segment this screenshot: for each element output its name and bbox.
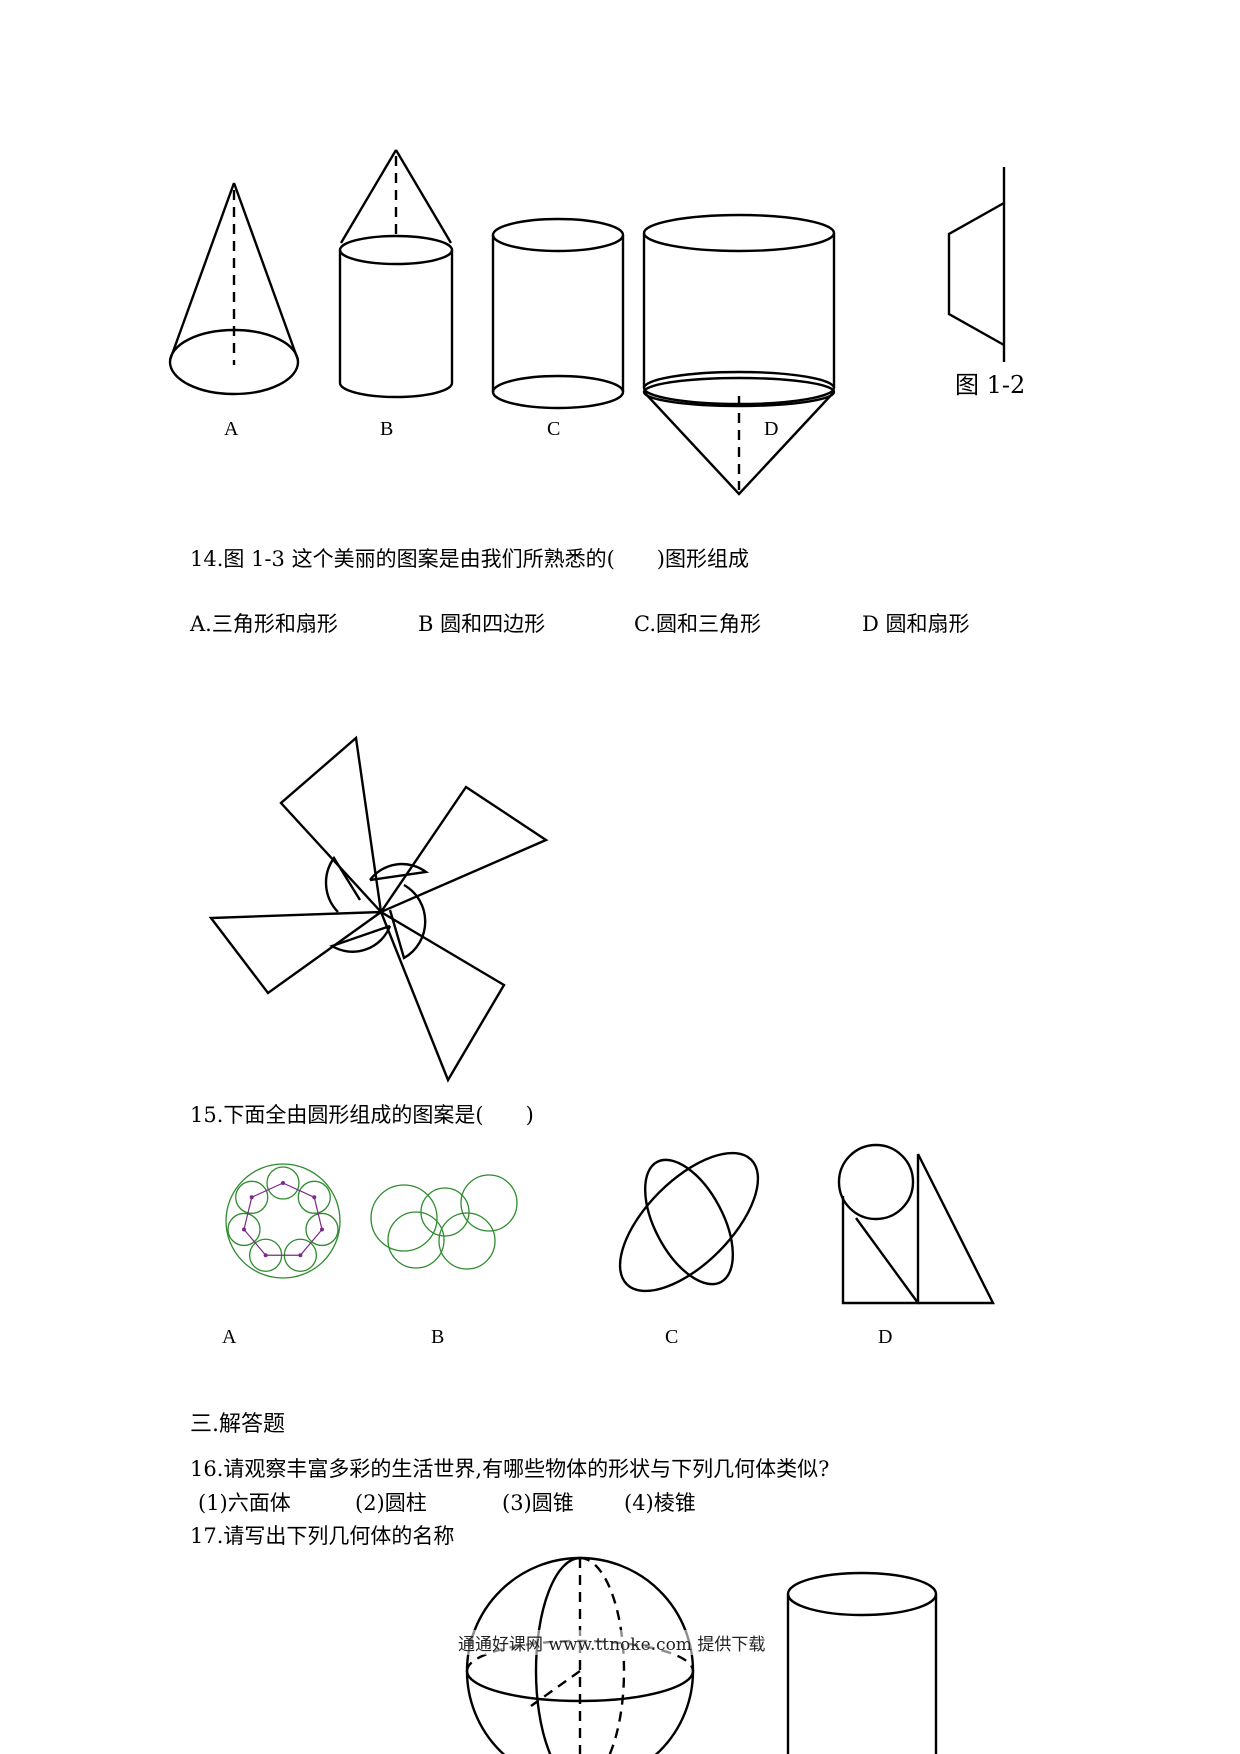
- q17-stem: 17.请写出下列几何体的名称: [190, 1524, 455, 1548]
- q15-a-polygon: [243, 1182, 323, 1256]
- q17-cylinder: [786, 1571, 938, 1754]
- q16-stem: 16.请观察丰富多彩的生活世界,有哪些物体的形状与下列几何体类似?: [190, 1457, 830, 1481]
- solid-a-cone: [168, 182, 300, 396]
- section-3-heading: 三.解答题: [190, 1412, 285, 1437]
- q15-a-vertex-dot-2: [312, 1195, 317, 1200]
- q15-a-small-circle-1: [266, 1166, 300, 1200]
- q15-figure-a: [225, 1163, 341, 1279]
- q15-a-vertex-dot-6: [242, 1227, 247, 1232]
- figure-1-2-label-c: C: [547, 418, 561, 440]
- q15-a-small-circle-2: [297, 1180, 331, 1214]
- q14-stem: 14.图 1-3 这个美丽的图案是由我们所熟悉的( )图形组成: [190, 547, 749, 571]
- pinwheel-sector-2: [388, 883, 427, 960]
- q15-figure-c: [618, 1151, 760, 1293]
- q14-option-d: D 圆和扇形: [862, 612, 970, 636]
- q15-figure-b: [370, 1174, 518, 1270]
- figure-1-2-profile: [947, 167, 1006, 362]
- q14-option-c: C.圆和三角形: [634, 612, 761, 636]
- pinwheel-blade-3: [378, 909, 506, 1083]
- pinwheel-sector-4: [324, 855, 362, 913]
- pinwheel-sector-3: [329, 924, 392, 953]
- q16-item-2: (2)圆柱: [355, 1491, 427, 1515]
- q15-a-vertex-dot-3: [319, 1227, 324, 1232]
- q15-a-small-circle-6: [227, 1212, 261, 1247]
- page-footer: 通通好课网 www.ttnoke.com 提供下载: [458, 1630, 766, 1655]
- q15-label-a: A: [222, 1326, 237, 1348]
- q15-a-small-circle-7: [235, 1180, 269, 1214]
- q16-item-1: (1)六面体: [198, 1491, 291, 1515]
- q15-a-vertex-dot-5: [263, 1253, 268, 1258]
- pinwheel-blade-4: [208, 910, 385, 995]
- figure-1-3-pinwheel: [208, 735, 549, 1083]
- q15-label-c: C: [665, 1326, 679, 1348]
- q17-sphere: [465, 1556, 695, 1754]
- q15-a-small-circle-3: [305, 1212, 339, 1247]
- figure-1-2-caption: 图 1-2: [955, 371, 1026, 399]
- solid-c-cylinder: [491, 217, 625, 410]
- figure-1-2-label-d: D: [764, 418, 779, 440]
- pinwheel-blade-2: [377, 785, 549, 915]
- solid-b-cylinder-cone: [338, 149, 454, 399]
- q15-a-vertex-dot-4: [298, 1253, 303, 1258]
- figure-1-2-label-b: B: [380, 418, 394, 440]
- q15-a-vertex-dot-7: [249, 1195, 254, 1200]
- q16-item-4: (4)棱锥: [624, 1491, 696, 1515]
- pinwheel-sector-1: [369, 862, 430, 882]
- q15-stem: 15.下面全由圆形组成的图案是( ): [190, 1103, 534, 1127]
- q15-figure-d: [837, 1143, 995, 1305]
- q15-a-vertex-dot-1: [281, 1181, 285, 1185]
- pinwheel-blade-1: [279, 735, 383, 916]
- q14-option-a: A.三角形和扇形: [190, 612, 338, 636]
- figure-1-2-solids: [168, 149, 1006, 496]
- figure-1-2-label-a: A: [224, 418, 239, 440]
- q16-item-3: (3)圆锥: [502, 1491, 574, 1515]
- q14-option-b: B 圆和四边形: [418, 612, 546, 636]
- q15-label-d: D: [878, 1326, 893, 1348]
- solid-d-cylinder-cone: [642, 213, 836, 496]
- q15-label-b: B: [431, 1326, 445, 1348]
